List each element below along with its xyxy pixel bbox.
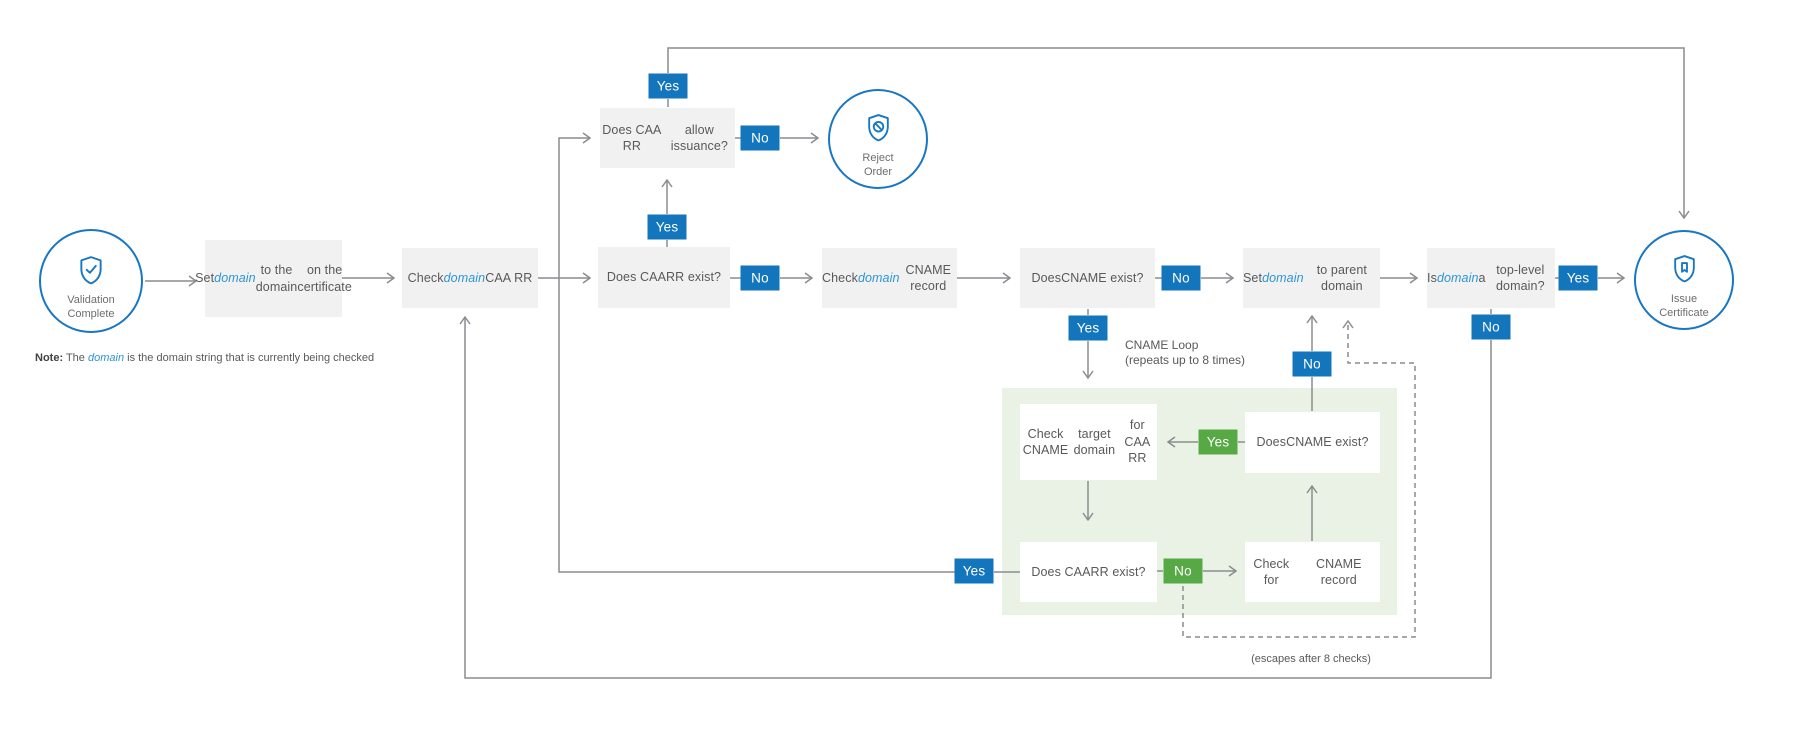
cname-loop-title: CNAME Loop [1125,338,1199,352]
escape-note: (escapes after 8 checks) [1251,653,1371,665]
badge-cname-exist-no: No [1161,265,1201,291]
badge-caa-exist-no: No [740,265,780,291]
shield-slash-icon [866,99,891,147]
badge-caa-allow-yes: Yes [648,73,688,99]
badge-caa-allow-no: No [740,125,780,151]
badge-cname-exist-yes: Yes [1068,315,1108,341]
shield-certificate-icon [1672,240,1697,288]
badge-loop-cname-yes: Yes [1198,429,1238,455]
terminal-reject-label: Reject Order [862,151,894,178]
shield-check-icon [78,240,104,289]
terminal-validation-label: Validation Complete [67,294,115,321]
cname-loop-caption: CNAME Loop (repeats up to 8 times) [1125,338,1245,368]
badge-caa-exist-yes: Yes [647,214,687,240]
badge-loop-caa-yes: Yes [954,558,994,584]
terminal-validation-complete: Validation Complete [39,229,143,333]
badge-loop-cname-no: No [1292,351,1332,377]
badge-loop-caa-no: No [1163,558,1203,584]
cname-loop-subtitle: (repeats up to 8 times) [1125,353,1246,367]
terminal-reject-order: Reject Order [828,89,928,189]
terminal-issue-label: Issue Certificate [1659,292,1709,319]
badge-tld-no: No [1471,314,1511,340]
domain-note: Note: The domain is the domain string th… [35,352,375,364]
badge-tld-yes: Yes [1558,265,1598,291]
terminal-issue-certificate: Issue Certificate [1634,230,1734,330]
